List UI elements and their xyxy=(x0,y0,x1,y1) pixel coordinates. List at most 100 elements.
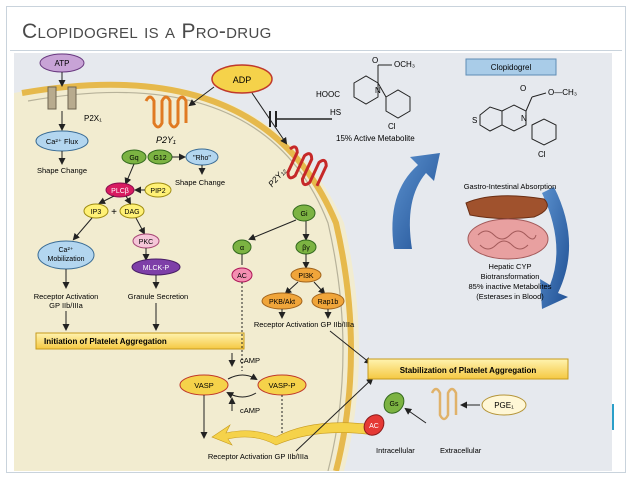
pge1-node xyxy=(481,394,527,416)
blue-arrow-down xyxy=(540,187,570,309)
title-rule xyxy=(10,50,622,51)
clopidogrel-ch3: O—CH₃ xyxy=(548,88,577,97)
vaspp-to-vasp-arrow xyxy=(226,392,257,399)
pge1-receptor xyxy=(430,387,458,421)
stabilization-bar xyxy=(367,358,569,380)
intestines-icon xyxy=(467,218,549,260)
p2y1-label: P2Y₁ xyxy=(156,135,176,145)
pip2-label: PIP2 xyxy=(150,188,165,195)
pi3k-to-pkb-arrow xyxy=(284,281,299,295)
g12-label: G12 xyxy=(153,155,166,162)
hepatic-line-1: Hepatic CYP xyxy=(489,262,532,271)
metabolite-ring-2 xyxy=(385,89,411,119)
receptor-activation-left-1: Receptor Activation xyxy=(34,292,99,301)
ca-mobilization-label-1: Ca²⁺ xyxy=(59,247,74,254)
metabolite-cl: Cl xyxy=(388,122,396,131)
platelet-cell xyxy=(14,82,359,471)
clopidogrel-bond-2 xyxy=(531,92,547,98)
rho-label: "Rho" xyxy=(193,155,211,162)
dag-to-pkc-arrow xyxy=(135,217,145,235)
receptor-activation-left-2: GP IIb/IIIa xyxy=(49,301,83,310)
betagamma-label: βγ xyxy=(302,245,310,252)
clopidogrel-box xyxy=(465,58,557,76)
plus-sign: + xyxy=(111,207,117,218)
metabolite-hooc: HOOC xyxy=(316,90,340,99)
slide-frame xyxy=(6,6,626,473)
intracellular-label: Intracellular xyxy=(376,446,415,455)
mid-to-stabilization-arrow xyxy=(329,330,372,365)
shape-change-mid: Shape Change xyxy=(175,178,225,187)
pi3k-node xyxy=(290,267,322,283)
hepatic-line-2: Biotransformation xyxy=(481,272,540,281)
pkc-label: PKC xyxy=(139,239,153,246)
metabolite-och3: OCH₃ xyxy=(394,60,415,69)
slide-title: Clopidogrel is a Pro-drug xyxy=(22,20,272,43)
camp-up-label: cAMP xyxy=(240,406,260,415)
pi3k-to-rap1b-arrow xyxy=(313,281,326,295)
rap1b-label: Rap1b xyxy=(318,299,339,306)
pkb-akt-label: PKB/Akt xyxy=(269,299,295,306)
clopidogrel-cl: Cl xyxy=(538,150,546,159)
adp-to-p2y1-arrow xyxy=(188,86,215,107)
ca-flux-label: Ca²⁺ Flux xyxy=(46,137,79,146)
gi-label: Gi xyxy=(301,211,308,218)
alpha-label: α xyxy=(240,245,244,252)
p2y1-receptor xyxy=(144,95,188,129)
platelet-membrane-inner xyxy=(27,91,344,471)
gi-absorption-label: Gastro-Intestinal Absorption xyxy=(464,182,557,191)
p2x1-label: P2X₁ xyxy=(84,114,102,123)
pathway-diagram: ATP P2X₁ Ca²⁺ Flux Shape Change ADP P2Y₁… xyxy=(14,53,612,471)
extracellular-label: Extracellular xyxy=(440,446,482,455)
pge1-label: PGE₁ xyxy=(494,401,514,410)
plcb-to-dag-arrow xyxy=(124,195,131,205)
gq-to-plcb-arrow xyxy=(124,163,135,185)
gs-node xyxy=(383,392,405,414)
metabolite-ring-1 xyxy=(353,75,379,105)
ac-bottom-label: AC xyxy=(369,423,379,430)
bottom-to-stabilization-arrow xyxy=(295,377,374,452)
gi-node xyxy=(292,204,316,222)
granule-secretion: Granule Secretion xyxy=(128,292,188,301)
clopidogrel-o: O xyxy=(520,84,526,93)
initiation-bar xyxy=(35,332,245,350)
hepatic-line-3: 85% inactive Metabolites xyxy=(469,282,552,291)
gs-label: Gs xyxy=(390,401,399,408)
receptor-activation-bottom: Receptor Activation GP IIb/IIIa xyxy=(208,452,309,461)
metabolite-o: O xyxy=(372,56,378,65)
mlck-p-label: MLCK-P xyxy=(143,265,170,272)
liver-icon xyxy=(465,195,548,220)
gq-label: Gq xyxy=(129,155,138,162)
ip3-label: IP3 xyxy=(91,209,102,216)
intestines-folds xyxy=(477,230,537,250)
ca-mobilization-label-2: Mobilization xyxy=(48,256,85,263)
clopidogrel-ring-2 xyxy=(501,104,527,132)
stabilization-label: Stabilization of Platelet Aggregation xyxy=(400,366,537,375)
metabolite-bond-1 xyxy=(377,82,387,98)
atp-label: ATP xyxy=(55,59,70,68)
ip3-node xyxy=(83,203,109,219)
vasp-p-label: VASP-P xyxy=(269,381,296,390)
initiation-label: Initiation of Platelet Aggregation xyxy=(44,337,167,346)
p2x1-channel-right xyxy=(67,86,77,110)
clopidogrel-n: N xyxy=(521,114,527,123)
shape-change-left: Shape Change xyxy=(37,166,87,175)
platelet-membrane xyxy=(21,81,354,471)
clopidogrel-bond-1 xyxy=(525,96,533,112)
vasp-label: VASP xyxy=(194,381,213,390)
adp-node xyxy=(211,64,273,94)
plcb-to-ip3-arrow xyxy=(98,195,115,204)
receptor-activation-mid: Receptor Activation GP IIb/IIIa xyxy=(254,320,355,329)
pi3k-label: PI3K xyxy=(298,273,314,280)
vasp-to-vaspp-arrow xyxy=(227,373,258,381)
camp-down-label: cAMP xyxy=(240,356,260,365)
ip3-to-ca-arrow xyxy=(72,217,93,241)
plcb-label: PLCβ xyxy=(111,188,129,195)
clopidogrel-s: S xyxy=(472,116,477,125)
blue-arrow-up xyxy=(392,153,440,249)
ca-mobilization-node xyxy=(37,240,95,270)
ac-label: AC xyxy=(237,273,247,280)
p2x1-channel-left xyxy=(47,86,57,110)
clopidogrel-ring-3 xyxy=(531,118,557,146)
dag-label: DAG xyxy=(124,209,139,216)
p2y12-receptor xyxy=(286,145,328,187)
